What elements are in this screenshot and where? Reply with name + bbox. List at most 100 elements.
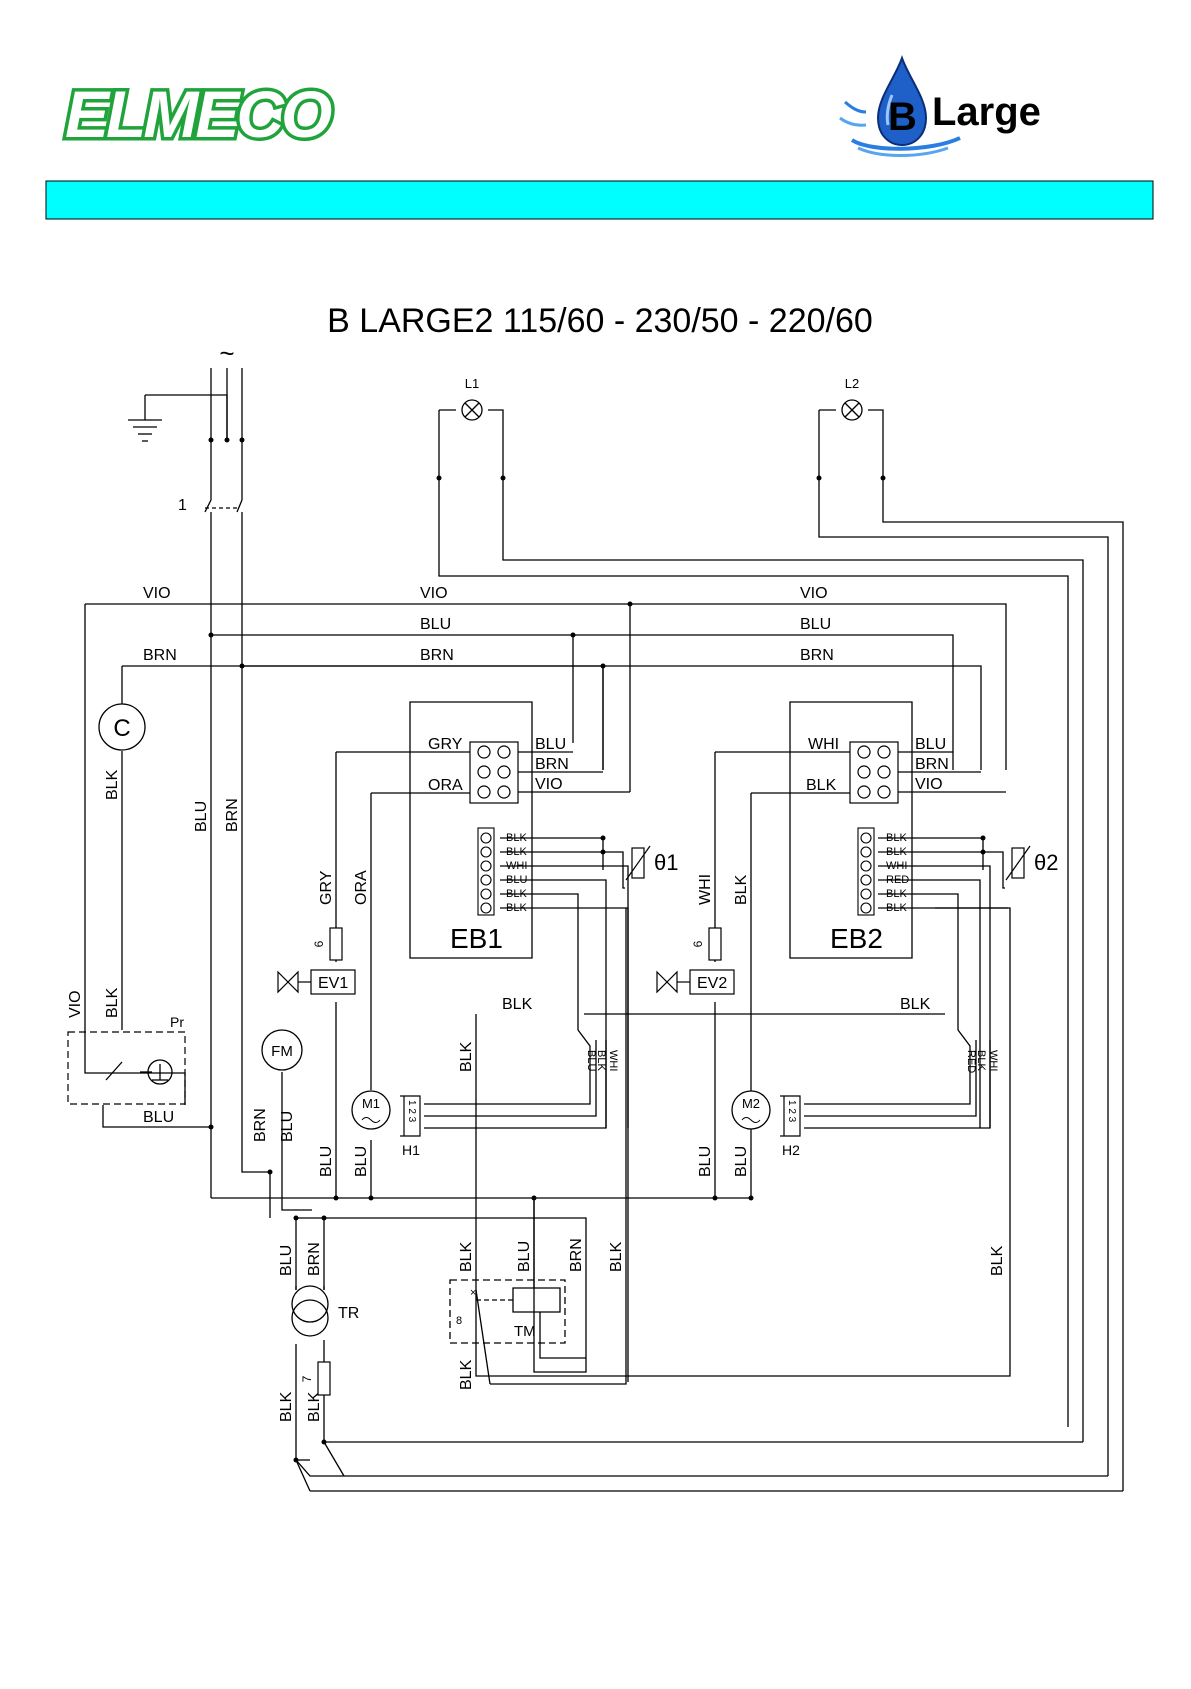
eb1-brn: BRN — [535, 756, 569, 773]
v-blu-c: BLU — [697, 1146, 714, 1177]
eb2-pin-5: BLK — [886, 888, 907, 900]
valve-ev2-icon — [656, 969, 735, 995]
pressure-switch-label: Pr — [170, 1014, 184, 1030]
wire-blk-cap: BLK — [104, 769, 121, 800]
eb1-pin-6: BLK — [506, 902, 527, 914]
lamp-l1-label: L1 — [465, 376, 479, 391]
bus-blu-right: BLU — [800, 616, 831, 633]
eb1-blu: BLU — [535, 736, 566, 753]
eb2-name: EB2 — [830, 923, 883, 954]
eb1-connector-icon — [469, 741, 519, 804]
v-blu-d: BLU — [733, 1146, 750, 1177]
h1-wire-3: WHI — [607, 1050, 619, 1071]
wire-ora: ORA — [353, 870, 370, 905]
eb2-pin-2: BLK — [886, 846, 907, 858]
water-drop-icon — [876, 54, 928, 147]
h2-wire-1: RED — [965, 1050, 977, 1073]
bus-brn-left: BRN — [143, 647, 177, 664]
bus-vio-right: VIO — [800, 585, 828, 602]
transformer-label: TR — [338, 1305, 359, 1322]
sensor-theta2-icon — [1005, 845, 1031, 881]
elmeco-logo: ELMECO — [62, 74, 339, 155]
fuse-6b-icon — [708, 927, 722, 961]
eb2-pin-4: RED — [886, 874, 909, 886]
ac-symbol: ~ — [219, 338, 234, 368]
eb-vertical-wire-labels: GRY ORA WHI BLK — [318, 870, 750, 905]
heater-h2-label: H2 — [782, 1142, 800, 1158]
splash-icon — [850, 136, 961, 151]
eb2-blk: BLK — [806, 777, 837, 794]
header-band — [45, 180, 1154, 220]
fuse-6b-label: 6 — [691, 940, 705, 947]
motor-m1-label: M1 — [362, 1096, 380, 1111]
fan-motor-label: FM — [271, 1043, 293, 1060]
wire-whi: WHI — [697, 874, 714, 905]
eb2-connector-icon — [849, 741, 899, 804]
transformer-icon — [291, 1285, 329, 1337]
bus-labels: VIO VIO VIO BLU BLU BRN BRN BRN — [143, 585, 834, 664]
sensor-theta2: θ2 — [1034, 850, 1058, 875]
heater-h2-pins: 1 2 3 — [786, 1100, 797, 1123]
eb2-blu: BLU — [915, 736, 946, 753]
vertical-wire-labels: BLK BRN BLU BLU BLU BLU BLU BLU BRN BLK … — [252, 1041, 1006, 1422]
valve-ev2-label: EV2 — [697, 975, 727, 992]
v-brn-fm: BRN — [252, 1108, 269, 1142]
v-blu-tm: BLU — [516, 1241, 533, 1272]
eb1-gry: GRY — [428, 736, 463, 753]
valve-ev1-label: EV1 — [318, 975, 348, 992]
pressure-switch-box — [67, 1031, 186, 1105]
valve-ev1-icon — [277, 969, 356, 995]
eb2-vio: VIO — [915, 776, 943, 793]
left-wire-labels: BLK VIO BLK BLU BLU BRN — [67, 769, 241, 1126]
v-blu-fm: BLU — [279, 1111, 296, 1142]
eb1-ora: ORA — [428, 777, 463, 794]
blarge-logo-initial: B — [888, 95, 917, 139]
eb1-pin-labels: BLK BLK WHI BLU BLK BLK — [506, 832, 527, 914]
eb2-brn: BRN — [915, 756, 949, 773]
lamp-l2-label: L2 — [845, 376, 859, 391]
v-blk-right: BLK — [989, 1245, 1006, 1276]
v-blu-a: BLU — [318, 1146, 335, 1177]
timer-label: TM — [514, 1323, 536, 1340]
bus-vio-left: VIO — [143, 585, 171, 602]
diagram-title: B LARGE2 115/60 - 230/50 - 220/60 — [327, 302, 873, 340]
eb1-terminal-strip-icon — [477, 827, 495, 916]
sensor-theta1: θ1 — [654, 850, 678, 875]
eb2-labels: WHI BLK BLU BRN VIO — [806, 736, 949, 794]
v-brn-tm: BRN — [568, 1238, 585, 1272]
eb2-pin-3: WHI — [886, 860, 907, 872]
motor-m2-label: M2 — [742, 1096, 760, 1111]
elmeco-logo-text: ELMECO — [65, 77, 332, 151]
motor-m2-icon — [731, 1090, 771, 1130]
fuse-6a-label: 6 — [312, 940, 326, 947]
bus-blu-mid: BLU — [420, 616, 451, 633]
v-blk-tr1: BLK — [278, 1391, 295, 1422]
pressure-gauge-icon — [147, 1059, 173, 1085]
v-blk-tm3: BLK — [458, 1359, 475, 1390]
wire-gry: GRY — [318, 870, 335, 905]
lamp-l2-icon — [841, 399, 863, 421]
switch-number: 1 — [178, 497, 187, 514]
eb1-labels: GRY ORA BLU BRN VIO — [428, 736, 569, 794]
blarge-logo: B Large — [839, 54, 1041, 157]
heater-h1-icon — [400, 1095, 421, 1137]
capacitor-icon — [98, 703, 146, 751]
wiring-lines — [84, 368, 1124, 1492]
wire-blk-pr: BLK — [104, 987, 121, 1018]
eb1-pin-2: BLK — [506, 846, 527, 858]
h1-wire-2: BLK — [595, 1050, 607, 1071]
bus-brn-right: BRN — [800, 647, 834, 664]
wire-blu-pr: BLU — [143, 1109, 174, 1126]
ground-icon — [128, 419, 162, 442]
eb2-whi: WHI — [808, 736, 839, 753]
eb2-terminal-strip-icon — [857, 827, 875, 916]
v-blk-tm2: BLK — [608, 1241, 625, 1272]
v-blk-tr2: BLK — [306, 1391, 323, 1422]
v-blu-tr: BLU — [278, 1245, 295, 1276]
fuse-6a-icon — [329, 927, 343, 961]
bus-vio-mid: VIO — [420, 585, 448, 602]
eb1-pin-5: BLK — [506, 888, 527, 900]
eb1-vio: VIO — [535, 776, 563, 793]
